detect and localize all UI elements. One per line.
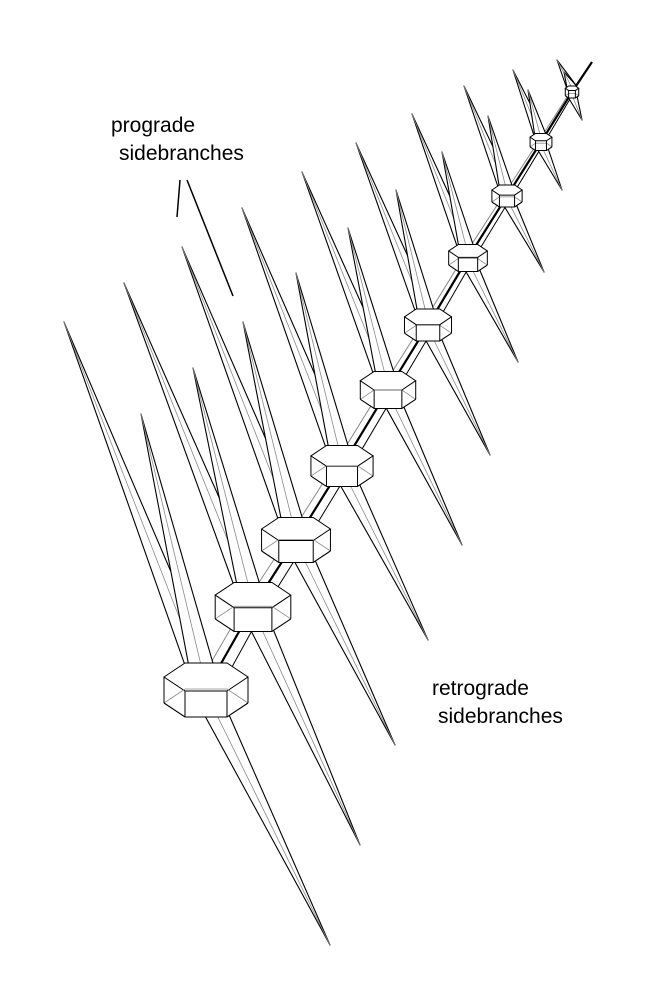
hex-node-bottom	[448, 264, 488, 273]
hex-node-top	[491, 184, 523, 196]
hex-node-bottom	[163, 702, 249, 718]
hex-node-top	[529, 133, 553, 142]
retrograde-spike-edge	[540, 144, 563, 191]
retrograde-spike-edge	[506, 198, 545, 273]
hex-node-bottom	[529, 146, 553, 152]
spine-edge	[197, 90, 572, 686]
retrograde-spike-edge	[571, 94, 583, 121]
hex-node-hidden-edge	[360, 389, 416, 400]
hexagonal-nodes	[163, 85, 580, 718]
prograde-spike-edge	[395, 189, 429, 322]
hex-node-bottom	[310, 475, 374, 488]
hex-node-bottom	[564, 95, 580, 99]
hex-node-hidden-edge	[310, 465, 374, 477]
hex-node-bottom	[359, 398, 417, 410]
hex-node-hidden-edge	[565, 93, 579, 97]
retrograde-spike-edge	[387, 392, 463, 546]
pointer-line-left	[176, 179, 181, 218]
prograde-spike-edge	[295, 272, 343, 463]
hex-node-hidden-edge	[261, 539, 331, 552]
prograde-spike-edge	[527, 89, 542, 139]
spine-edge	[215, 92, 575, 697]
pointer-line-right	[186, 179, 234, 297]
retrograde-spike	[499, 197, 545, 273]
hex-node-hidden-edge	[163, 688, 249, 704]
hex-node-bottom	[214, 618, 292, 633]
prograde-spike-edge	[487, 115, 508, 193]
prograde-spike-edge	[563, 71, 573, 89]
hex-node-bottom	[491, 201, 523, 208]
retrograde-spike	[331, 467, 429, 641]
retrograde-label-line2: sidebranches	[438, 705, 563, 728]
hex-node-hidden-edge	[404, 324, 452, 334]
hex-node-hidden-edge	[448, 258, 488, 266]
label-pointer-lines	[176, 179, 234, 297]
retrograde-spike-edge	[467, 260, 519, 363]
retrograde-spike-edge	[252, 609, 361, 846]
retrograde-spike-edge	[205, 692, 331, 946]
prograde-spike-edge	[242, 321, 297, 537]
retrograde-spike-edge	[295, 542, 396, 746]
prograde-spike-edge	[347, 227, 389, 387]
hex-node-bottom	[404, 332, 452, 342]
hex-node-bottom	[261, 550, 331, 564]
prograde-spike-edge	[441, 151, 469, 255]
hex-node-hidden-edge	[491, 196, 523, 203]
prograde-spike-edge	[140, 413, 207, 687]
retrograde-spike	[418, 326, 491, 456]
retrograde-spike	[377, 391, 463, 546]
prograde-spike-edge	[192, 367, 254, 604]
retrograde-spike-edge	[427, 327, 491, 456]
hex-node-top	[564, 85, 580, 91]
hex-node-hidden-edge	[214, 605, 292, 620]
hex-node-hidden-edge	[529, 142, 553, 148]
retrograde-spike-edge	[341, 468, 429, 641]
retrograde-label-line1: retrograde	[432, 677, 529, 700]
prograde-label-line2: sidebranches	[119, 142, 244, 165]
retrograde-spike	[459, 259, 519, 363]
prograde-label-line1: prograde	[111, 114, 196, 137]
